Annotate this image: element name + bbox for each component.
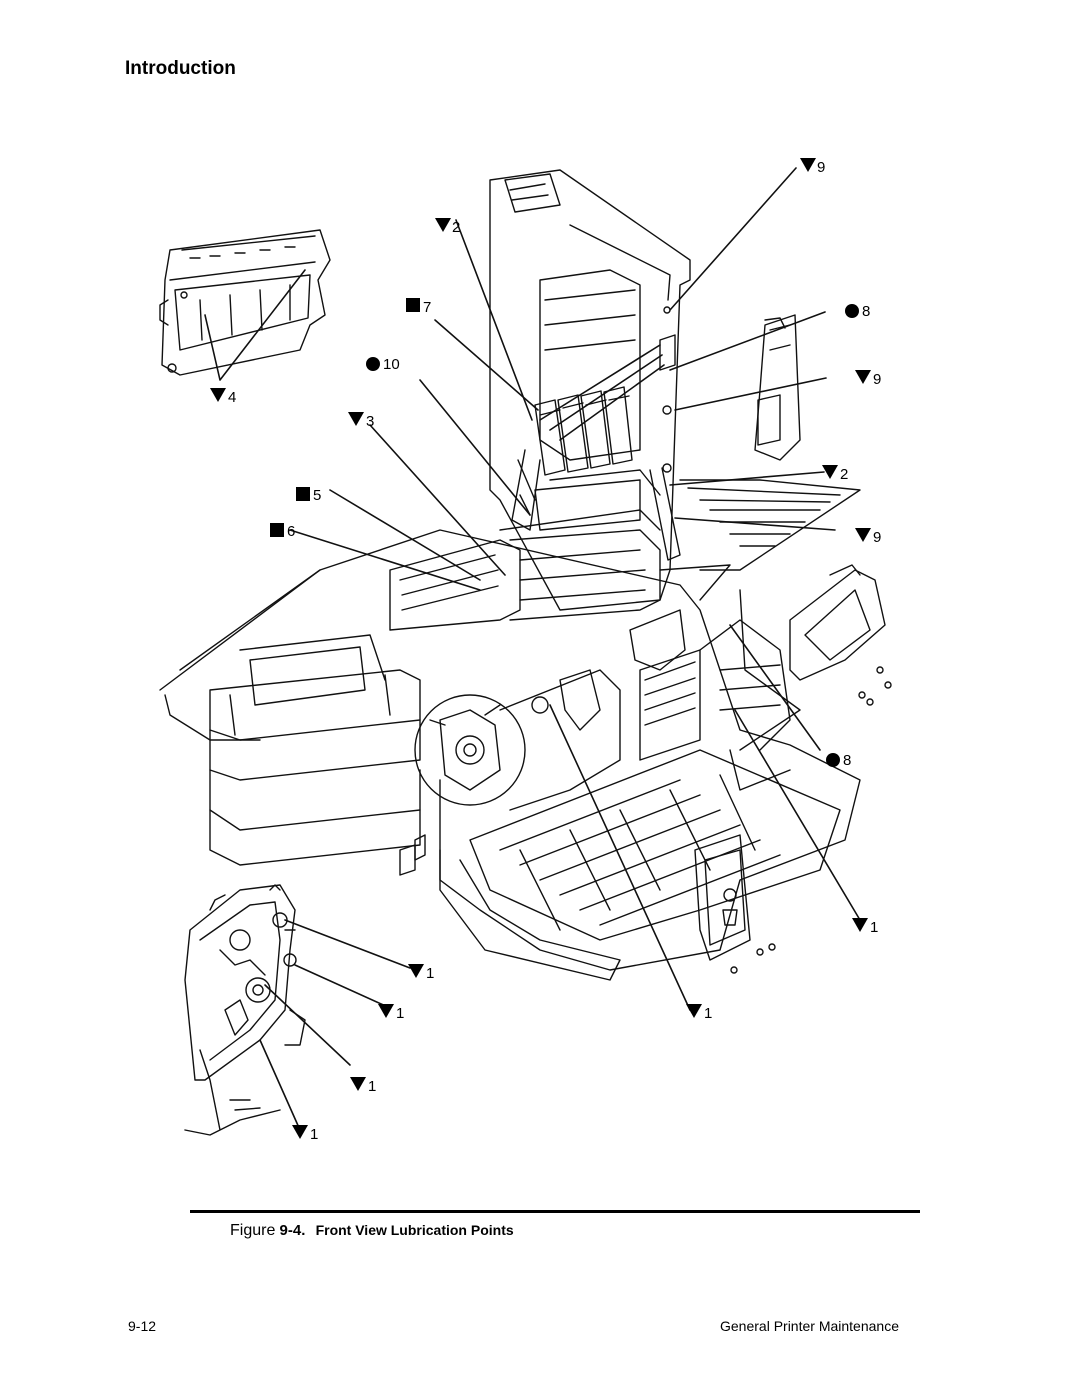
callout-8: 8 <box>862 303 870 320</box>
callout-1: 1 <box>704 1005 712 1022</box>
chapter-title: General Printer Maintenance <box>720 1318 899 1334</box>
callout-9: 9 <box>873 529 881 546</box>
detached-cover-drawing <box>159 229 331 376</box>
figure-caption: Figure 9-4. Front View Lubrication Point… <box>230 1222 514 1240</box>
callout-6: 6 <box>287 523 295 540</box>
side-board-drawing <box>754 314 801 461</box>
callout-1: 1 <box>426 965 434 982</box>
callout-7: 7 <box>423 299 431 316</box>
callout-8: 8 <box>843 752 851 769</box>
callout-2: 2 <box>840 466 848 483</box>
callout-1: 1 <box>870 919 878 936</box>
figure-number: 9-4. <box>279 1222 306 1239</box>
callout-numbers: 9 2 7 8 10 9 4 3 2 5 6 9 8 1 1 1 1 1 1 <box>228 159 881 1143</box>
callout-2: 2 <box>452 219 460 236</box>
callout-1: 1 <box>396 1005 404 1022</box>
figure-title: Front View Lubrication Points <box>315 1222 514 1238</box>
section-title: Introduction <box>125 58 236 79</box>
output-tray-drawing <box>659 479 861 601</box>
figure-label: Figure <box>230 1222 276 1239</box>
lubrication-diagram: 9 2 7 8 10 9 4 3 2 5 6 9 8 1 1 1 1 1 1 <box>140 150 940 1150</box>
callout-1: 1 <box>368 1078 376 1095</box>
page-number: 9-12 <box>128 1318 157 1334</box>
printer-base-drawing <box>159 469 861 981</box>
callout-5: 5 <box>313 487 321 504</box>
leader-lines <box>204 167 861 1131</box>
callout-9: 9 <box>817 159 825 176</box>
callout-10: 10 <box>383 356 400 373</box>
open-top-cover-drawing <box>489 169 691 611</box>
callout-markers <box>210 158 871 1139</box>
callout-1: 1 <box>310 1126 318 1143</box>
callout-3: 3 <box>366 413 374 430</box>
small-access-cover-drawing <box>739 564 892 751</box>
callout-4: 4 <box>228 389 236 406</box>
gear-detail-drawing <box>184 884 306 1136</box>
figure-rule <box>190 1210 920 1213</box>
callout-9: 9 <box>873 371 881 388</box>
